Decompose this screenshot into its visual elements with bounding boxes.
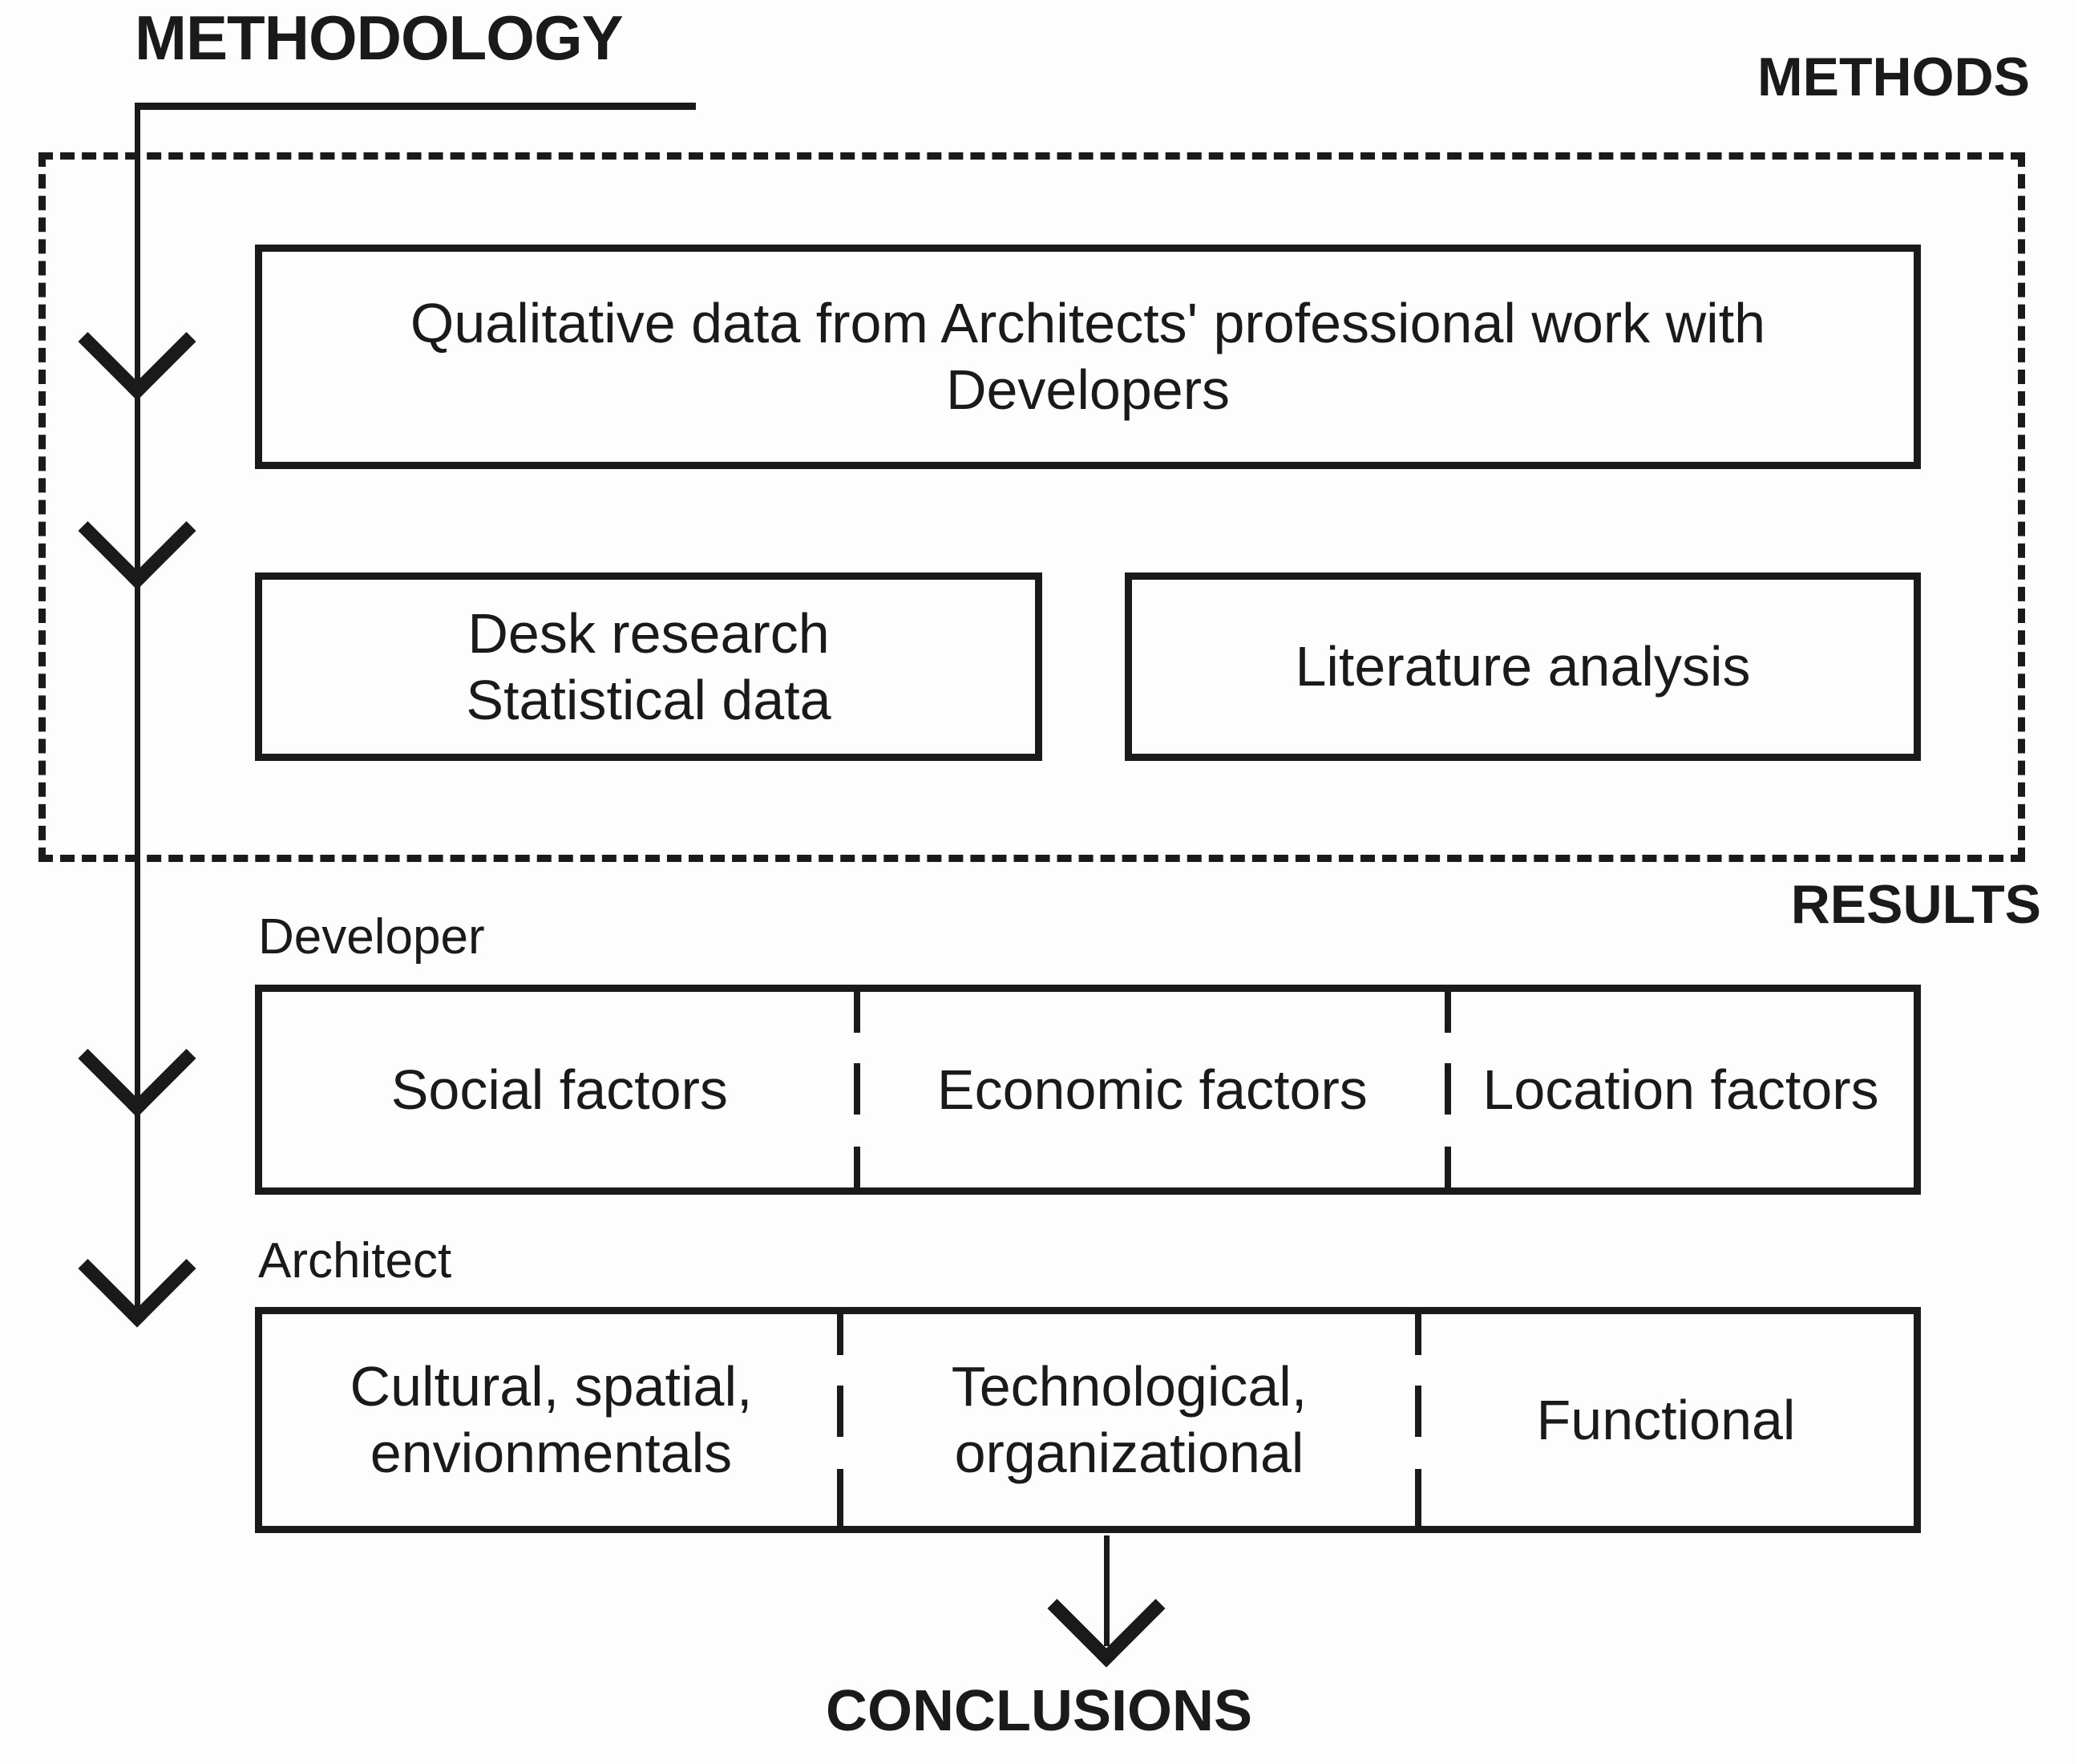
box-literature-analysis: Literature analysis (1125, 572, 1921, 761)
role-label-architect: Architect (258, 1233, 452, 1289)
section-label-conclusions: CONCLUSIONS (825, 1679, 1253, 1743)
page-title-methodology: METHODOLOGY (135, 2, 624, 73)
cell-technological-organizational: Technological, organizational (837, 1307, 1418, 1533)
section-label-results: RESULTS (1790, 874, 2041, 935)
desk-research-line-1: Desk research (467, 601, 830, 665)
down-arrow-icon (1047, 1549, 1166, 1668)
cell-functional: Functional (1415, 1307, 1914, 1533)
box-desk-research: Desk research Statistical data (255, 572, 1042, 761)
section-label-methods: METHODS (1757, 47, 2030, 107)
down-arrow-icon (78, 999, 196, 1118)
architect-cell1-line1: Cultural, spatial, (350, 1355, 753, 1418)
desk-research-line-2: Statistical data (466, 668, 831, 731)
cell-economic-factors: Economic factors (853, 985, 1448, 1195)
architect-cell2-line2: organizational (954, 1422, 1304, 1484)
architect-cell2-line1: Technological, (951, 1355, 1308, 1418)
cell-cultural-spatial-environmental: Cultural, spatial, envionmentals (262, 1314, 840, 1526)
architect-factors-row: Cultural, spatial, envionmentals Technol… (255, 1307, 1921, 1533)
conclusions-arrow-stem (1104, 1535, 1110, 1646)
cell-location-factors: Location factors (1445, 985, 1914, 1195)
architect-cell1-line2: envionmentals (370, 1422, 733, 1484)
box-qualitative-data: Qualitative data from Architects' profes… (255, 245, 1921, 469)
down-arrow-icon (78, 1209, 196, 1328)
methodology-connector-bar (135, 103, 696, 110)
methodology-flow-spine (135, 103, 140, 1321)
cell-social-factors: Social factors (390, 1058, 728, 1121)
role-label-developer: Developer (258, 909, 485, 965)
developer-factors-row: Social factors Economic factors Location… (255, 985, 1921, 1195)
methods-region-border (38, 152, 2025, 862)
